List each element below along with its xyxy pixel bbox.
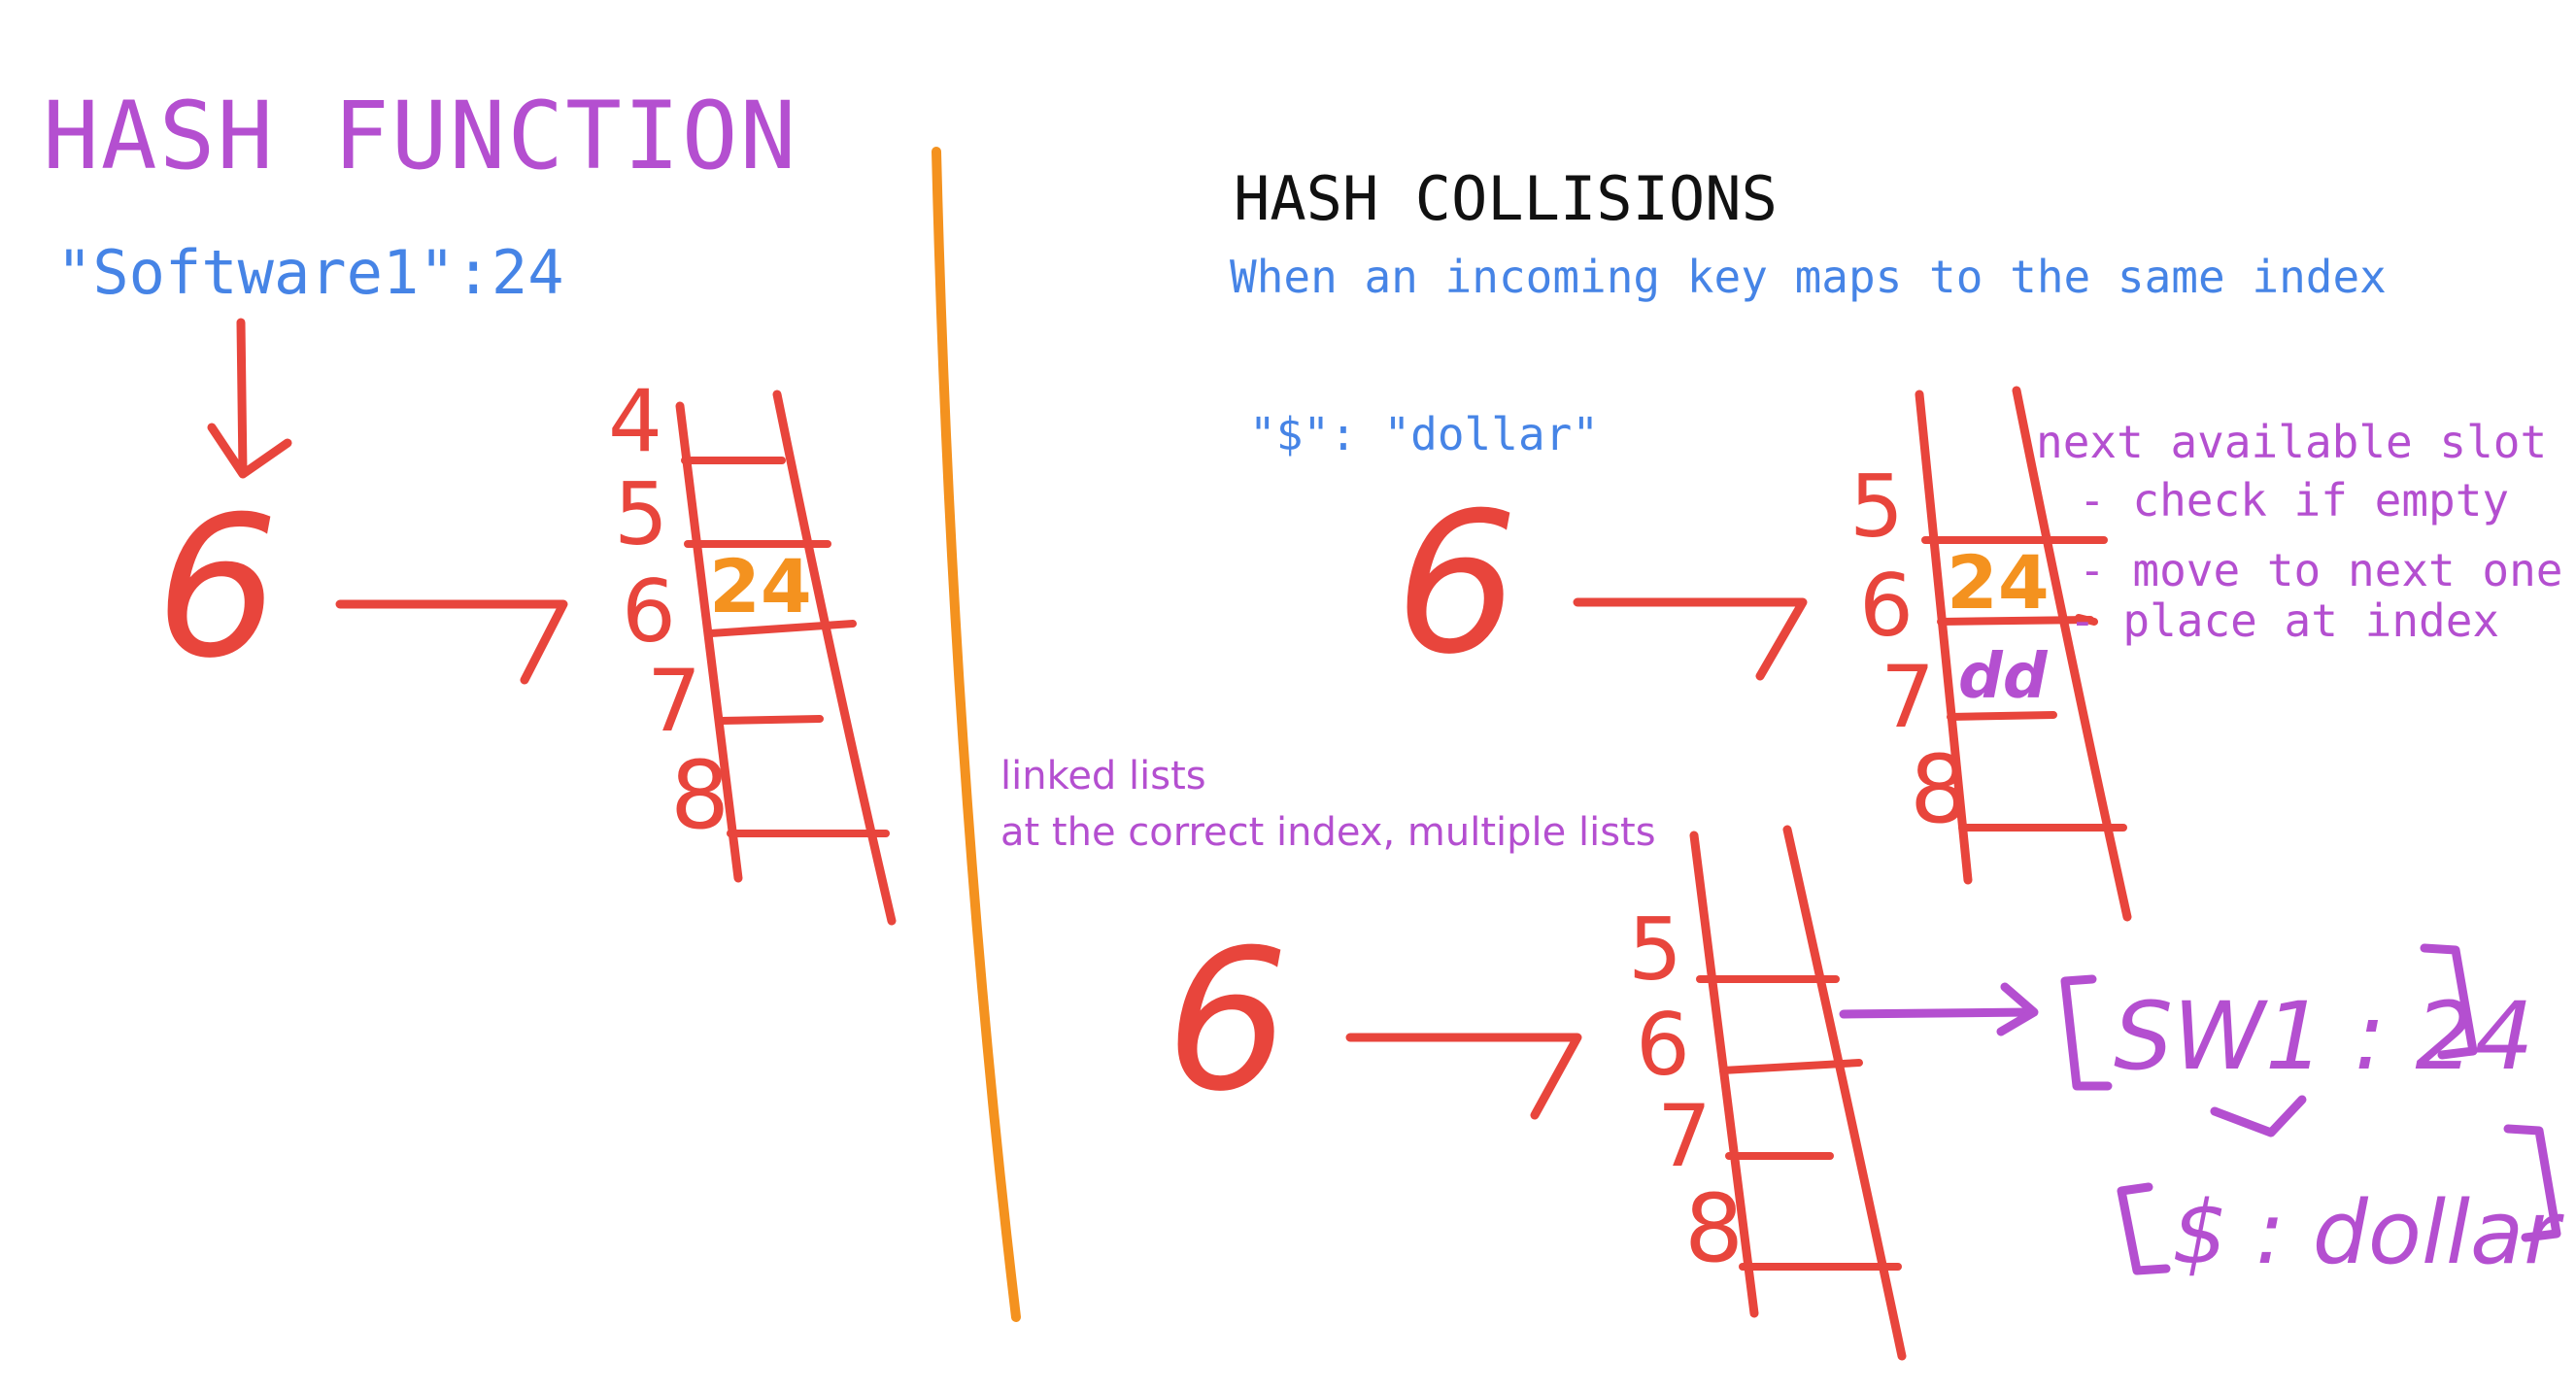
open-addressing-step: - place at index [2069,594,2500,647]
node2-text: $ : dollar [2172,1182,2564,1284]
open-addressing-title: next available slot [2036,416,2548,468]
hash-index-probe: 6 [1395,471,1518,697]
map-arrow-probe [1573,597,1808,681]
probe-pointer-line [2075,614,2098,626]
map-arrow-chain [1345,1033,1582,1120]
table-row-line [1947,711,2057,721]
down-arrow-left-head [207,423,292,479]
table-index-5: 5 [614,464,668,564]
stored-value-left: 24 [709,543,812,629]
table-left-edge [1689,831,1759,1318]
hash-index-chain: 6 [1166,908,1289,1135]
node1-text: SW1 : 24 [2114,982,2533,1091]
hash-table-probe [1915,386,2132,922]
placed-value-probe: dd [1958,641,2049,713]
table-row-line [717,715,824,725]
table-right-edge [2012,386,2132,922]
table-right-edge [772,390,897,926]
table-index-8: 8 [670,741,729,850]
node-link-arrow [2210,1095,2307,1137]
hash-function-title: HASH FUNCTION [43,82,798,190]
probe-index-7: 7 [1881,647,1935,747]
existing-value-probe: 24 [1947,539,2050,626]
node2-right-bracket [2503,1124,2561,1242]
hash-table-left [675,390,897,926]
chain-index-5: 5 [1628,900,1682,1000]
open-addressing-step: - check if empty [2079,474,2510,526]
open-addressing-step: - move to next one [2079,544,2563,596]
down-arrow-left [236,318,248,477]
table-index-7: 7 [647,651,701,751]
table-row-line [1937,616,2094,626]
chain-pointer-arrow [1839,1007,2035,1019]
hash-index-left: 6 [155,475,279,701]
example-key-value: "Software1":24 [56,237,564,308]
hash-collisions-title: HASH COLLISIONS [1234,163,1778,234]
divider-line [932,147,1021,1322]
chaining-description: at the correct index, multiple lists [1000,810,1656,855]
chaining-title: linked lists [1000,754,1206,798]
table-index-6: 6 [622,561,676,662]
probe-index-5: 5 [1849,457,1904,557]
map-arrow-left [335,599,568,685]
incoming-key-value: "$": "dollar" [1249,408,1600,460]
probe-index-6: 6 [1859,556,1914,656]
chain-pointer-arrowhead [1996,982,2039,1036]
table-left-edge [1915,390,1973,885]
table-row-line [707,620,857,637]
hash-table-chain [1689,825,1907,1361]
node1-left-bracket [2060,974,2113,1091]
table-index-4: 4 [608,371,662,471]
table-right-edge [1782,825,1907,1361]
chain-index-8: 8 [1684,1174,1744,1283]
collision-definition: When an incoming key maps to the same in… [1230,251,2387,303]
node1-right-bracket [2420,943,2478,1060]
node2-left-bracket [2117,1182,2171,1275]
probe-index-8: 8 [1910,735,1969,844]
chain-index-6: 6 [1636,995,1690,1095]
table-row-line [1719,1059,1863,1074]
chain-index-7: 7 [1657,1086,1712,1186]
table-left-edge [675,401,743,883]
